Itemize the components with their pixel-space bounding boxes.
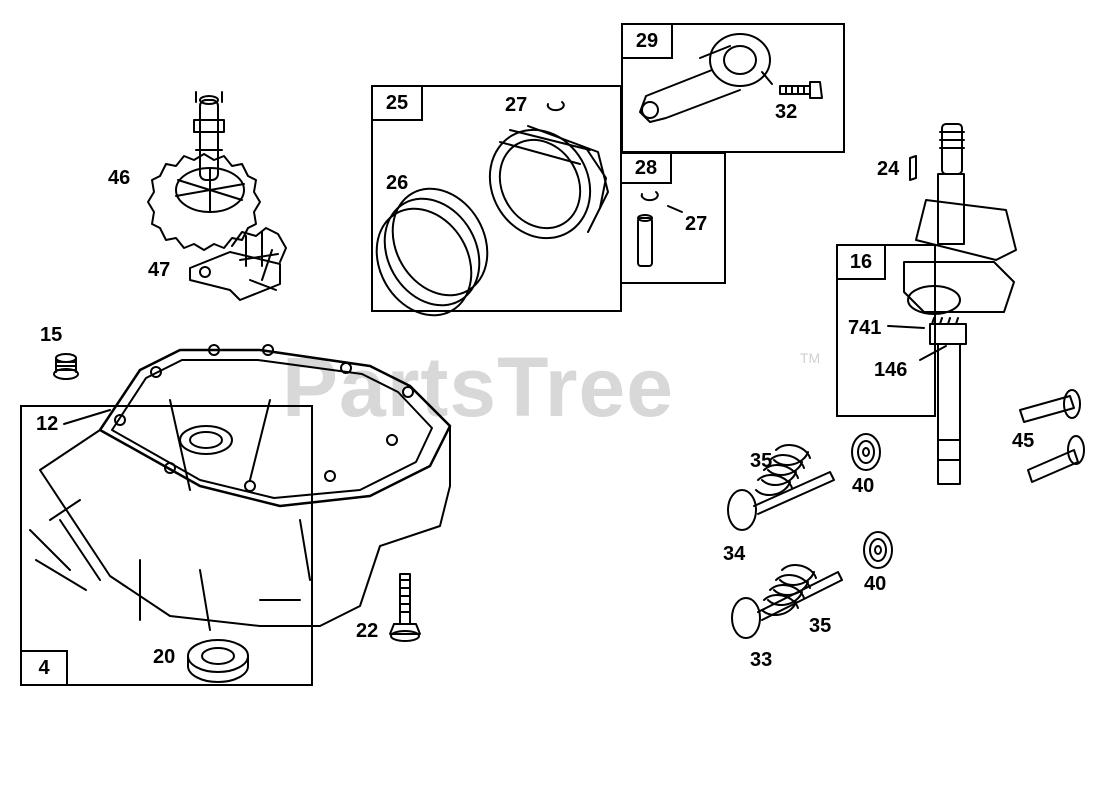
crank-key-part[interactable]	[909, 155, 917, 181]
callout-32[interactable]: 32	[775, 101, 798, 123]
valve-34-part[interactable]	[727, 471, 835, 531]
callout-12[interactable]: 12	[36, 413, 59, 435]
partstree-watermark: PartsTree	[282, 340, 674, 434]
callout-26[interactable]: 26	[386, 172, 409, 194]
group-label-25: 25	[371, 85, 423, 121]
callout-20[interactable]: 20	[153, 646, 176, 668]
callout-15[interactable]: 15	[40, 324, 63, 346]
bolt-part[interactable]	[389, 573, 421, 642]
leader-12	[63, 409, 111, 425]
callout-33[interactable]: 33	[750, 649, 773, 671]
valve-45-upper-part[interactable]	[1019, 389, 1081, 423]
rod-bolt-part[interactable]	[779, 81, 823, 99]
callout-146[interactable]: 146	[874, 359, 908, 381]
callout-34[interactable]: 34	[723, 543, 746, 565]
valve-45-lower-part[interactable]	[1027, 435, 1085, 483]
sump-cover-part[interactable]	[29, 344, 452, 631]
group-box-28	[620, 152, 726, 284]
callout-741[interactable]: 741	[848, 317, 882, 339]
connecting-rod-part[interactable]	[639, 33, 773, 123]
piston-pin-part[interactable]	[637, 214, 653, 267]
callout-40-upper[interactable]: 40	[852, 475, 875, 497]
plug-part[interactable]	[53, 353, 79, 380]
callout-22[interactable]: 22	[356, 620, 379, 642]
group-box-16	[836, 244, 936, 417]
group-label-29: 29	[621, 23, 673, 59]
retainer-40-upper-part[interactable]	[851, 433, 881, 471]
group-label-16: 16	[836, 244, 886, 280]
group-label-28: 28	[620, 152, 672, 184]
leader-146	[919, 345, 947, 361]
trademark-mark: TM	[800, 350, 821, 366]
oil-seal-part[interactable]	[187, 639, 249, 683]
callout-35-upper[interactable]: 35	[750, 450, 773, 472]
callout-27-piston[interactable]: 27	[505, 94, 528, 116]
piston-pin-clip-part[interactable]	[546, 101, 659, 202]
governor-assembly-part[interactable]	[189, 227, 287, 301]
retainer-40-lower-part[interactable]	[863, 531, 893, 569]
callout-35-lower[interactable]: 35	[809, 615, 832, 637]
valve-spring-35-upper-part[interactable]	[755, 443, 811, 497]
callout-24[interactable]: 24	[877, 158, 900, 180]
callout-47[interactable]: 47	[148, 259, 171, 281]
group-box-29	[621, 23, 845, 153]
cam-gear-part[interactable]	[147, 91, 261, 251]
group-label-4: 4	[20, 650, 68, 686]
piston-part[interactable]	[470, 112, 609, 257]
leader-741	[887, 325, 925, 329]
callout-27-pin[interactable]: 27	[685, 213, 708, 235]
callout-40-lower[interactable]: 40	[864, 573, 887, 595]
valve-spring-35-lower-part[interactable]	[761, 563, 817, 617]
group-box-4	[20, 405, 313, 686]
callout-46[interactable]: 46	[108, 167, 131, 189]
callout-45[interactable]: 45	[1012, 430, 1035, 452]
